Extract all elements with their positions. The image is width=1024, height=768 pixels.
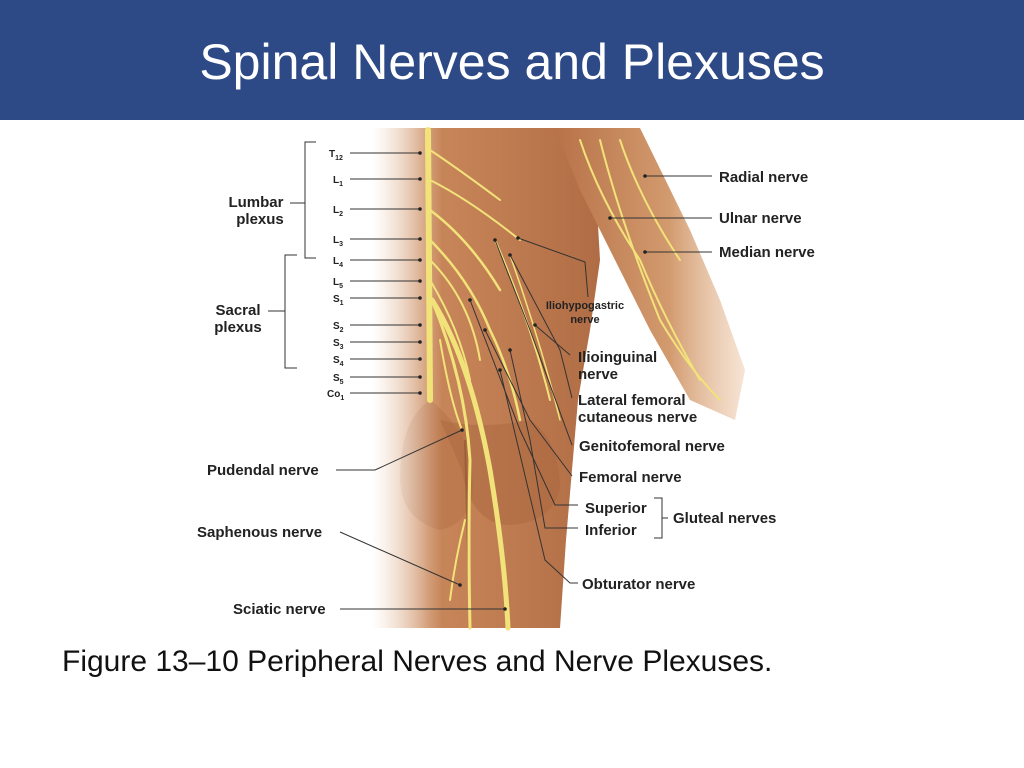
segment-label: L1 <box>333 175 343 188</box>
segment-label: L5 <box>333 277 343 290</box>
segment-label: S2 <box>333 321 344 334</box>
inferior-gluteal-label: Inferior <box>585 522 637 539</box>
slide-title: Spinal Nerves and Plexuses <box>199 34 825 90</box>
sciatic-nerve-label: Sciatic nerve <box>233 601 326 618</box>
nerve-leaders <box>336 175 712 610</box>
pudendal-nerve-label: Pudendal nerve <box>207 462 319 479</box>
segment-leaders <box>350 152 420 394</box>
saphenous-nerve-label: Saphenous nerve <box>197 524 322 541</box>
segment-label: S5 <box>333 373 344 386</box>
femoral-nerve-label: Femoral nerve <box>579 469 682 486</box>
gluteal-nerves-label: Gluteal nerves <box>673 510 776 527</box>
title-bar: Spinal Nerves and Plexuses <box>0 0 1024 120</box>
segment-label: T12 <box>329 149 343 162</box>
segment-label: L2 <box>333 205 343 218</box>
segment-labels: T12 L1 L2 L3 L4 L5 S1 S2 S3 S4 S5 Co1 <box>327 149 344 402</box>
genitofemoral-nerve-label: Genitofemoral nerve <box>579 438 725 455</box>
radial-nerve-label: Radial nerve <box>719 169 808 186</box>
median-nerve-label: Median nerve <box>719 244 815 261</box>
segment-label: L3 <box>333 235 343 248</box>
segment-label: L4 <box>333 256 343 269</box>
ulnar-nerve-label: Ulnar nerve <box>719 210 802 227</box>
plexus-brackets <box>268 141 668 539</box>
segment-label: S4 <box>333 355 344 368</box>
segment-label: Co1 <box>327 389 344 402</box>
segment-label: S3 <box>333 338 344 351</box>
obturator-nerve-label: Obturator nerve <box>582 576 695 593</box>
segment-label: S1 <box>333 294 344 307</box>
figure-caption: Figure 13–10 Peripheral Nerves and Nerve… <box>62 645 773 678</box>
label-dots <box>418 151 647 611</box>
superior-gluteal-label: Superior <box>585 500 647 517</box>
